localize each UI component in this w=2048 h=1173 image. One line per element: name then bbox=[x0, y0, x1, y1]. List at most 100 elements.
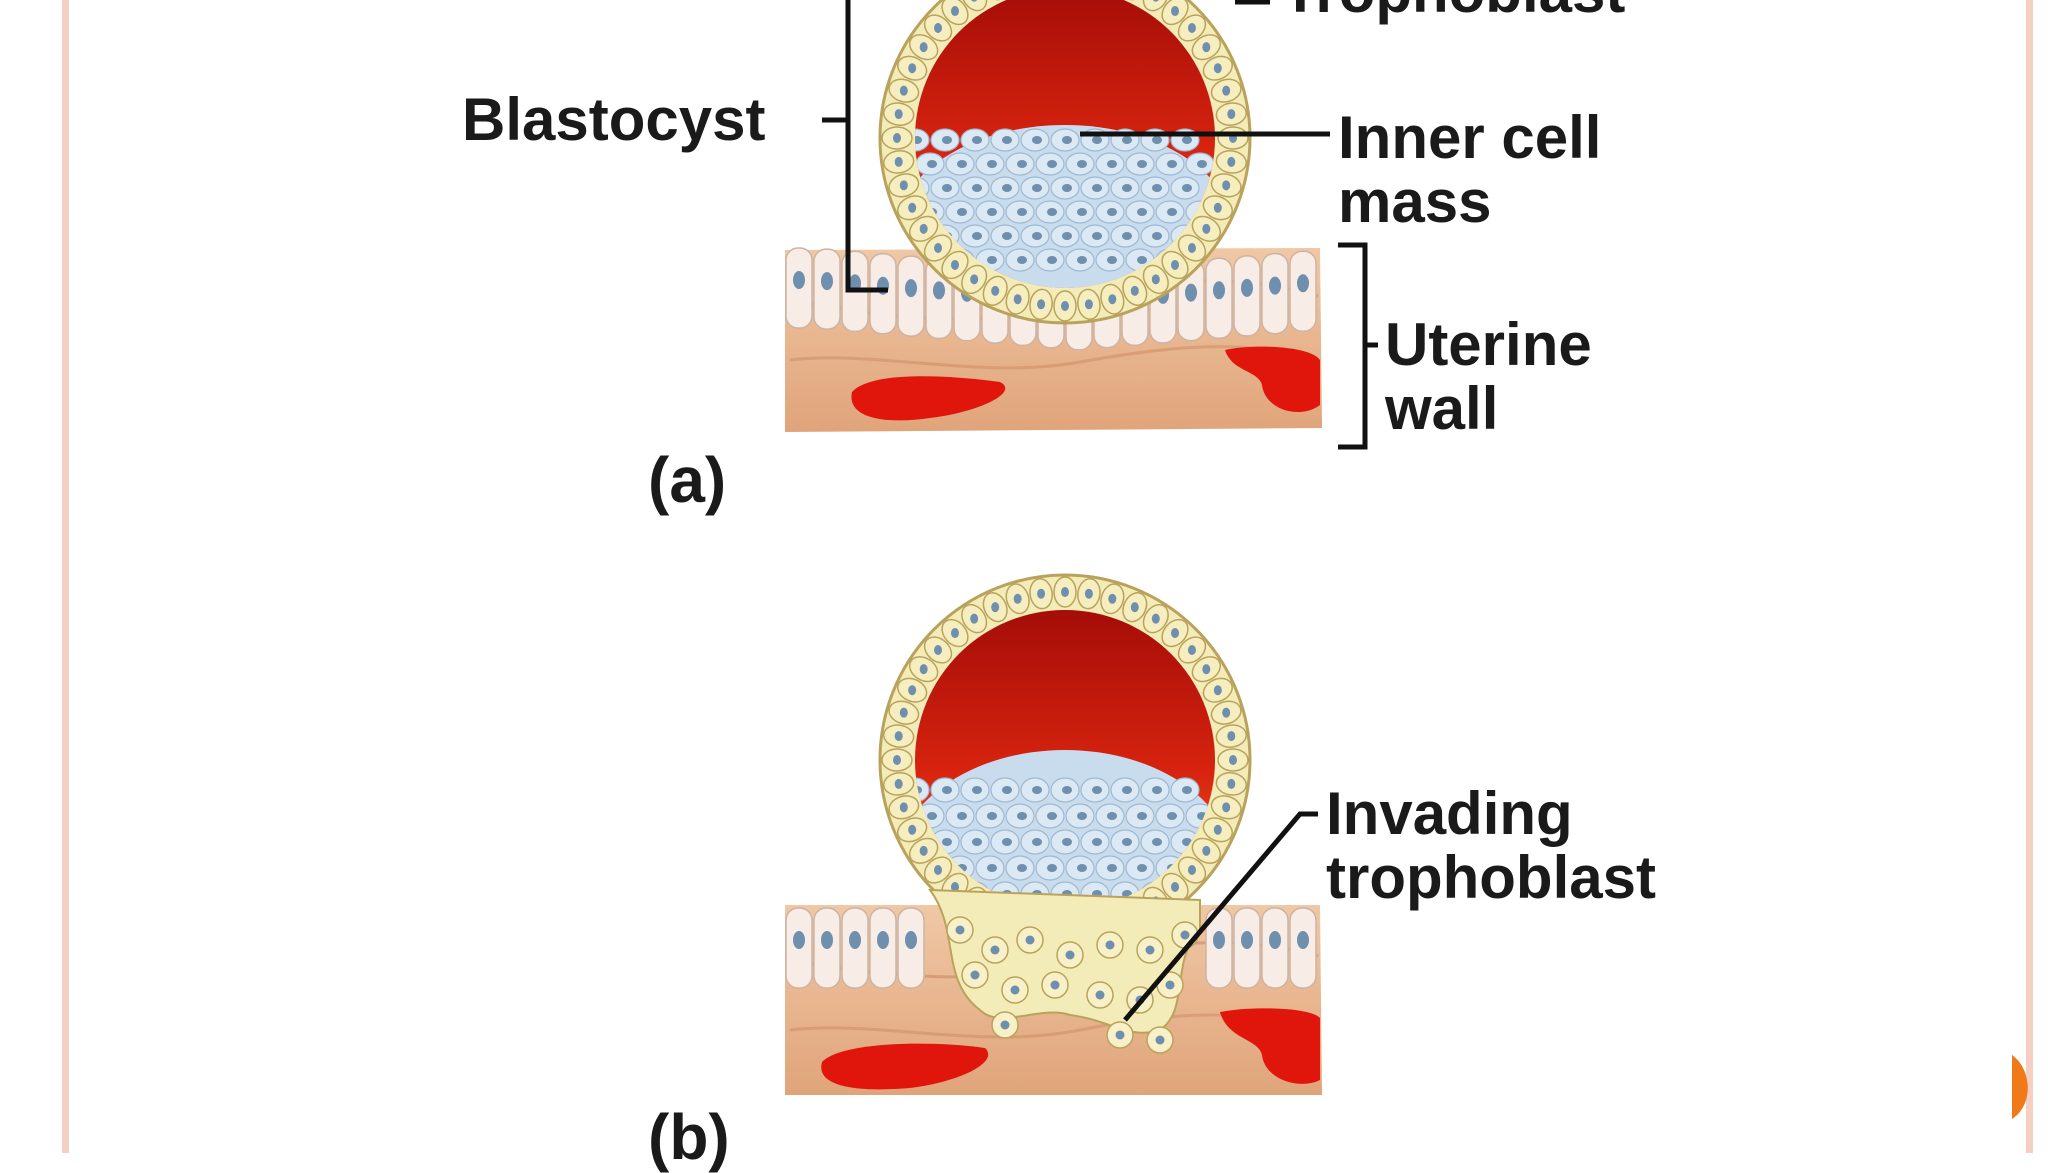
cell-nucleus bbox=[1050, 980, 1060, 990]
cell-nucleus bbox=[942, 184, 952, 192]
cell-nucleus bbox=[1065, 950, 1075, 960]
cell-nucleus bbox=[1227, 109, 1236, 120]
cell-nucleus bbox=[972, 184, 982, 192]
cell-nucleus bbox=[1269, 276, 1281, 295]
cell-nucleus bbox=[1105, 940, 1115, 950]
cell-nucleus bbox=[1010, 985, 1020, 995]
cell-nucleus bbox=[1000, 1020, 1010, 1030]
cell-nucleus bbox=[1222, 85, 1231, 96]
cell-nucleus bbox=[821, 272, 833, 291]
label-uterine-wall: Uterine wall bbox=[1385, 315, 1592, 439]
trophoblast-cell bbox=[961, 0, 988, 12]
cell-nucleus bbox=[1222, 802, 1231, 813]
cell-nucleus bbox=[972, 786, 982, 794]
cell-nucleus bbox=[987, 256, 997, 264]
cell-nucleus bbox=[1037, 588, 1046, 599]
cell-nucleus bbox=[1062, 838, 1072, 846]
blood-vessel-a-left bbox=[851, 376, 1006, 421]
cell-nucleus bbox=[1152, 136, 1162, 144]
cell-nucleus bbox=[1032, 786, 1042, 794]
cell-nucleus bbox=[1152, 838, 1162, 846]
cell-nucleus bbox=[1062, 136, 1072, 144]
cell-nucleus bbox=[987, 208, 997, 216]
cell-nucleus bbox=[927, 812, 937, 820]
slide-frame-left bbox=[62, 0, 69, 1153]
cell-nucleus bbox=[1130, 602, 1139, 613]
label-invading-trophoblast-line2: trophoblast bbox=[1326, 844, 1656, 911]
cell-nucleus bbox=[1151, 274, 1160, 285]
cell-nucleus bbox=[1202, 42, 1211, 53]
cell-nucleus bbox=[1017, 208, 1027, 216]
cell-nucleus bbox=[957, 160, 967, 168]
cell-nucleus bbox=[1047, 864, 1057, 872]
cell-nucleus bbox=[1122, 786, 1132, 794]
cell-nucleus bbox=[970, 613, 979, 624]
cell-nucleus bbox=[1213, 824, 1222, 835]
cell-nucleus bbox=[1137, 812, 1147, 820]
cell-nucleus bbox=[1002, 786, 1012, 794]
cell-nucleus bbox=[934, 22, 943, 33]
trophoblast-cells-a bbox=[881, 0, 1249, 322]
invading-trophoblast-leader bbox=[1123, 811, 1318, 1022]
cell-nucleus bbox=[1155, 1035, 1165, 1045]
uterine-wall-bracket bbox=[1338, 242, 1378, 450]
inner-mass-cell bbox=[915, 881, 930, 907]
cell-nucleus bbox=[1092, 232, 1102, 240]
inner-mass-cell bbox=[915, 777, 930, 803]
cell-nucleus bbox=[893, 755, 901, 765]
cell-nucleus bbox=[1107, 160, 1117, 168]
cell-nucleus bbox=[1137, 160, 1147, 168]
cell-nucleus bbox=[972, 136, 982, 144]
cell-nucleus bbox=[1002, 232, 1012, 240]
cell-nucleus bbox=[1108, 593, 1117, 604]
cell-nucleus bbox=[894, 109, 903, 120]
cell-nucleus bbox=[894, 731, 903, 742]
cell-nucleus bbox=[1122, 838, 1132, 846]
cell-nucleus bbox=[1032, 838, 1042, 846]
cell-nucleus bbox=[1241, 931, 1253, 949]
cell-nucleus bbox=[1032, 184, 1042, 192]
cell-nucleus bbox=[1013, 294, 1022, 305]
cell-nucleus bbox=[919, 664, 928, 675]
label-trophoblast-top: Trophoblast bbox=[1282, 0, 1625, 22]
cell-nucleus bbox=[908, 824, 917, 835]
label-uterine-wall-line1: Uterine bbox=[1385, 311, 1592, 378]
cell-nucleus bbox=[915, 136, 922, 144]
cell-nucleus bbox=[1002, 838, 1012, 846]
cell-nucleus bbox=[934, 644, 943, 655]
cell-nucleus bbox=[849, 931, 861, 949]
label-invading-trophoblast: Invading trophoblast bbox=[1326, 784, 1656, 908]
cell-nucleus bbox=[1151, 613, 1160, 624]
cell-nucleus bbox=[899, 707, 908, 718]
cell-nucleus bbox=[1171, 6, 1180, 17]
cell-nucleus bbox=[933, 281, 945, 300]
cell-nucleus bbox=[1171, 628, 1180, 639]
cell-nucleus bbox=[1182, 136, 1192, 144]
cell-nucleus bbox=[1047, 256, 1057, 264]
cell-nucleus bbox=[1227, 156, 1236, 167]
cell-nucleus bbox=[950, 881, 959, 892]
cell-nucleus bbox=[1182, 184, 1192, 192]
cell-nucleus bbox=[1108, 294, 1117, 305]
cell-nucleus bbox=[927, 160, 937, 168]
cell-nucleus bbox=[942, 838, 952, 846]
cell-nucleus bbox=[894, 778, 903, 789]
label-panel-b: (b) bbox=[648, 1101, 730, 1173]
cell-nucleus bbox=[1107, 208, 1117, 216]
cell-nucleus bbox=[942, 136, 952, 144]
cell-nucleus bbox=[1084, 299, 1093, 310]
cell-nucleus bbox=[1241, 278, 1253, 297]
cell-nucleus bbox=[1202, 223, 1211, 234]
next-slide-arrow-icon[interactable] bbox=[2010, 1055, 2036, 1119]
blood-vessel-b-left bbox=[821, 1043, 989, 1090]
panel-b-illustration bbox=[785, 573, 1322, 1095]
cell-nucleus bbox=[1122, 184, 1132, 192]
cell-nucleus bbox=[1171, 259, 1180, 270]
leader-lines bbox=[822, 0, 1378, 1022]
inner-mass-cell bbox=[915, 128, 930, 152]
cell-nucleus bbox=[1213, 931, 1225, 949]
cell-nucleus bbox=[1077, 208, 1087, 216]
label-inner-cell-mass-line1: Inner cell bbox=[1338, 104, 1602, 171]
cell-nucleus bbox=[1187, 644, 1196, 655]
